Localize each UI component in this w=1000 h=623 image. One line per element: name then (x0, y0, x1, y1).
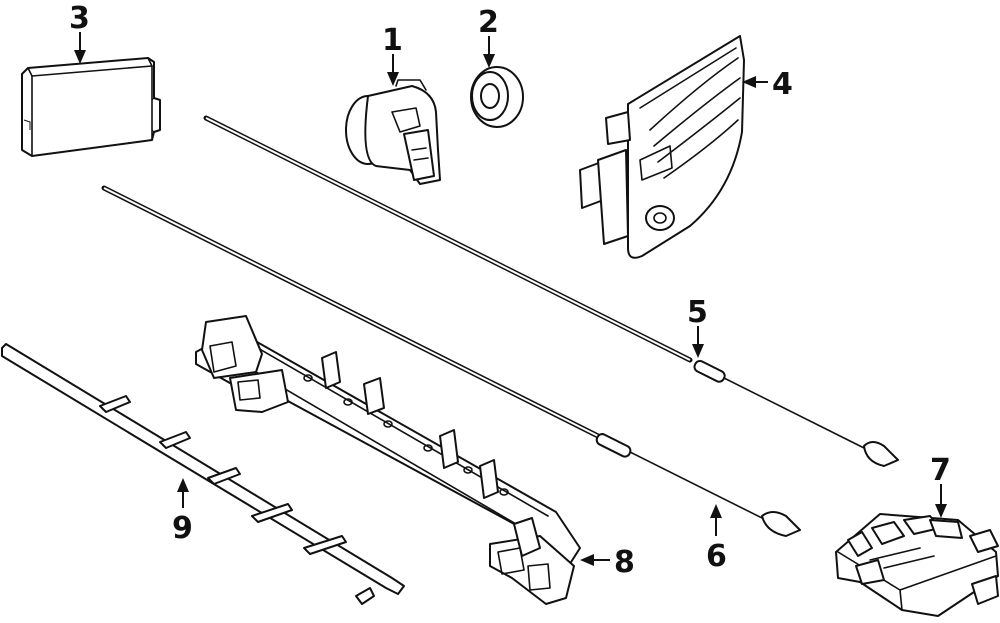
callout-2: 2 (478, 5, 499, 40)
callout-5: 5 (687, 295, 708, 330)
callout-1: 1 (382, 23, 403, 58)
callout-9: 9 (172, 511, 193, 546)
part-8-mounting-rail (195, 315, 581, 605)
callout-6: 6 (706, 539, 727, 574)
part-7-electronic-module (835, 513, 999, 617)
part-3-control-module (21, 57, 161, 157)
callout-8: 8 (614, 545, 635, 580)
leader-lines (74, 32, 947, 566)
part-5-harness-rod (203, 115, 899, 467)
part-9-wiring-harness (1, 343, 405, 605)
callout-3: 3 (69, 1, 90, 36)
part-1-parking-sensor (345, 79, 441, 185)
part-4-sensor-bracket (579, 35, 745, 259)
callout-labels: 3 1 2 4 5 6 7 8 9 (69, 1, 951, 580)
part-6-harness-rod (101, 185, 801, 537)
part-2-grommet (470, 66, 524, 128)
callout-4: 4 (772, 67, 793, 102)
callout-7: 7 (930, 453, 951, 488)
